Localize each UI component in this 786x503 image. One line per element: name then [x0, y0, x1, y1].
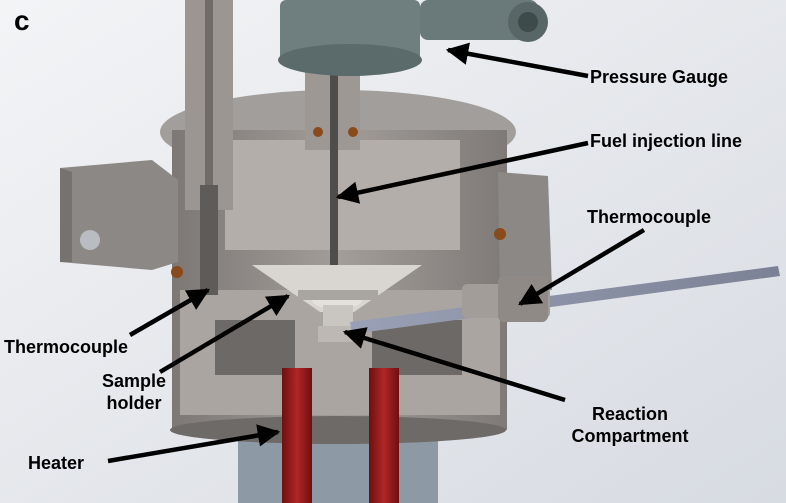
- label-reaction-compartment: Reaction Compartment: [545, 403, 715, 447]
- label-thermocouple-right: Thermocouple: [587, 207, 712, 227]
- arrow-heater: [107, 424, 281, 464]
- panel-letter: c: [14, 5, 30, 36]
- arrow-sample-holder: [158, 294, 290, 374]
- label-reaction-line2: Compartment: [571, 426, 689, 446]
- label-pressure-gauge: Pressure Gauge: [590, 67, 729, 87]
- arrow-thermocouple-right: [518, 228, 646, 306]
- arrow-pressure-gauge: [445, 42, 589, 79]
- label-thermocouple-left: Thermocouple: [4, 337, 129, 357]
- o-rings: [171, 127, 506, 278]
- label-sample-holder: Sample holder: [74, 370, 194, 414]
- label-reaction-line1: Reaction: [591, 404, 669, 424]
- heater-rod-left: [282, 368, 312, 503]
- arrow-thermocouple-left: [128, 288, 210, 337]
- label-sample-holder-line1: Sample: [101, 371, 167, 391]
- sample-holder-cone: [252, 265, 422, 329]
- label-heater: Heater: [28, 453, 85, 473]
- label-sample-holder-line2: holder: [106, 393, 162, 413]
- heater-rod-right: [369, 368, 399, 503]
- label-fuel-injection-line: Fuel injection line: [590, 131, 743, 151]
- arrow-reaction-compartment: [342, 327, 566, 403]
- pressure-gauge-body: [278, 0, 548, 76]
- arrow-fuel-injection-line: [335, 140, 589, 204]
